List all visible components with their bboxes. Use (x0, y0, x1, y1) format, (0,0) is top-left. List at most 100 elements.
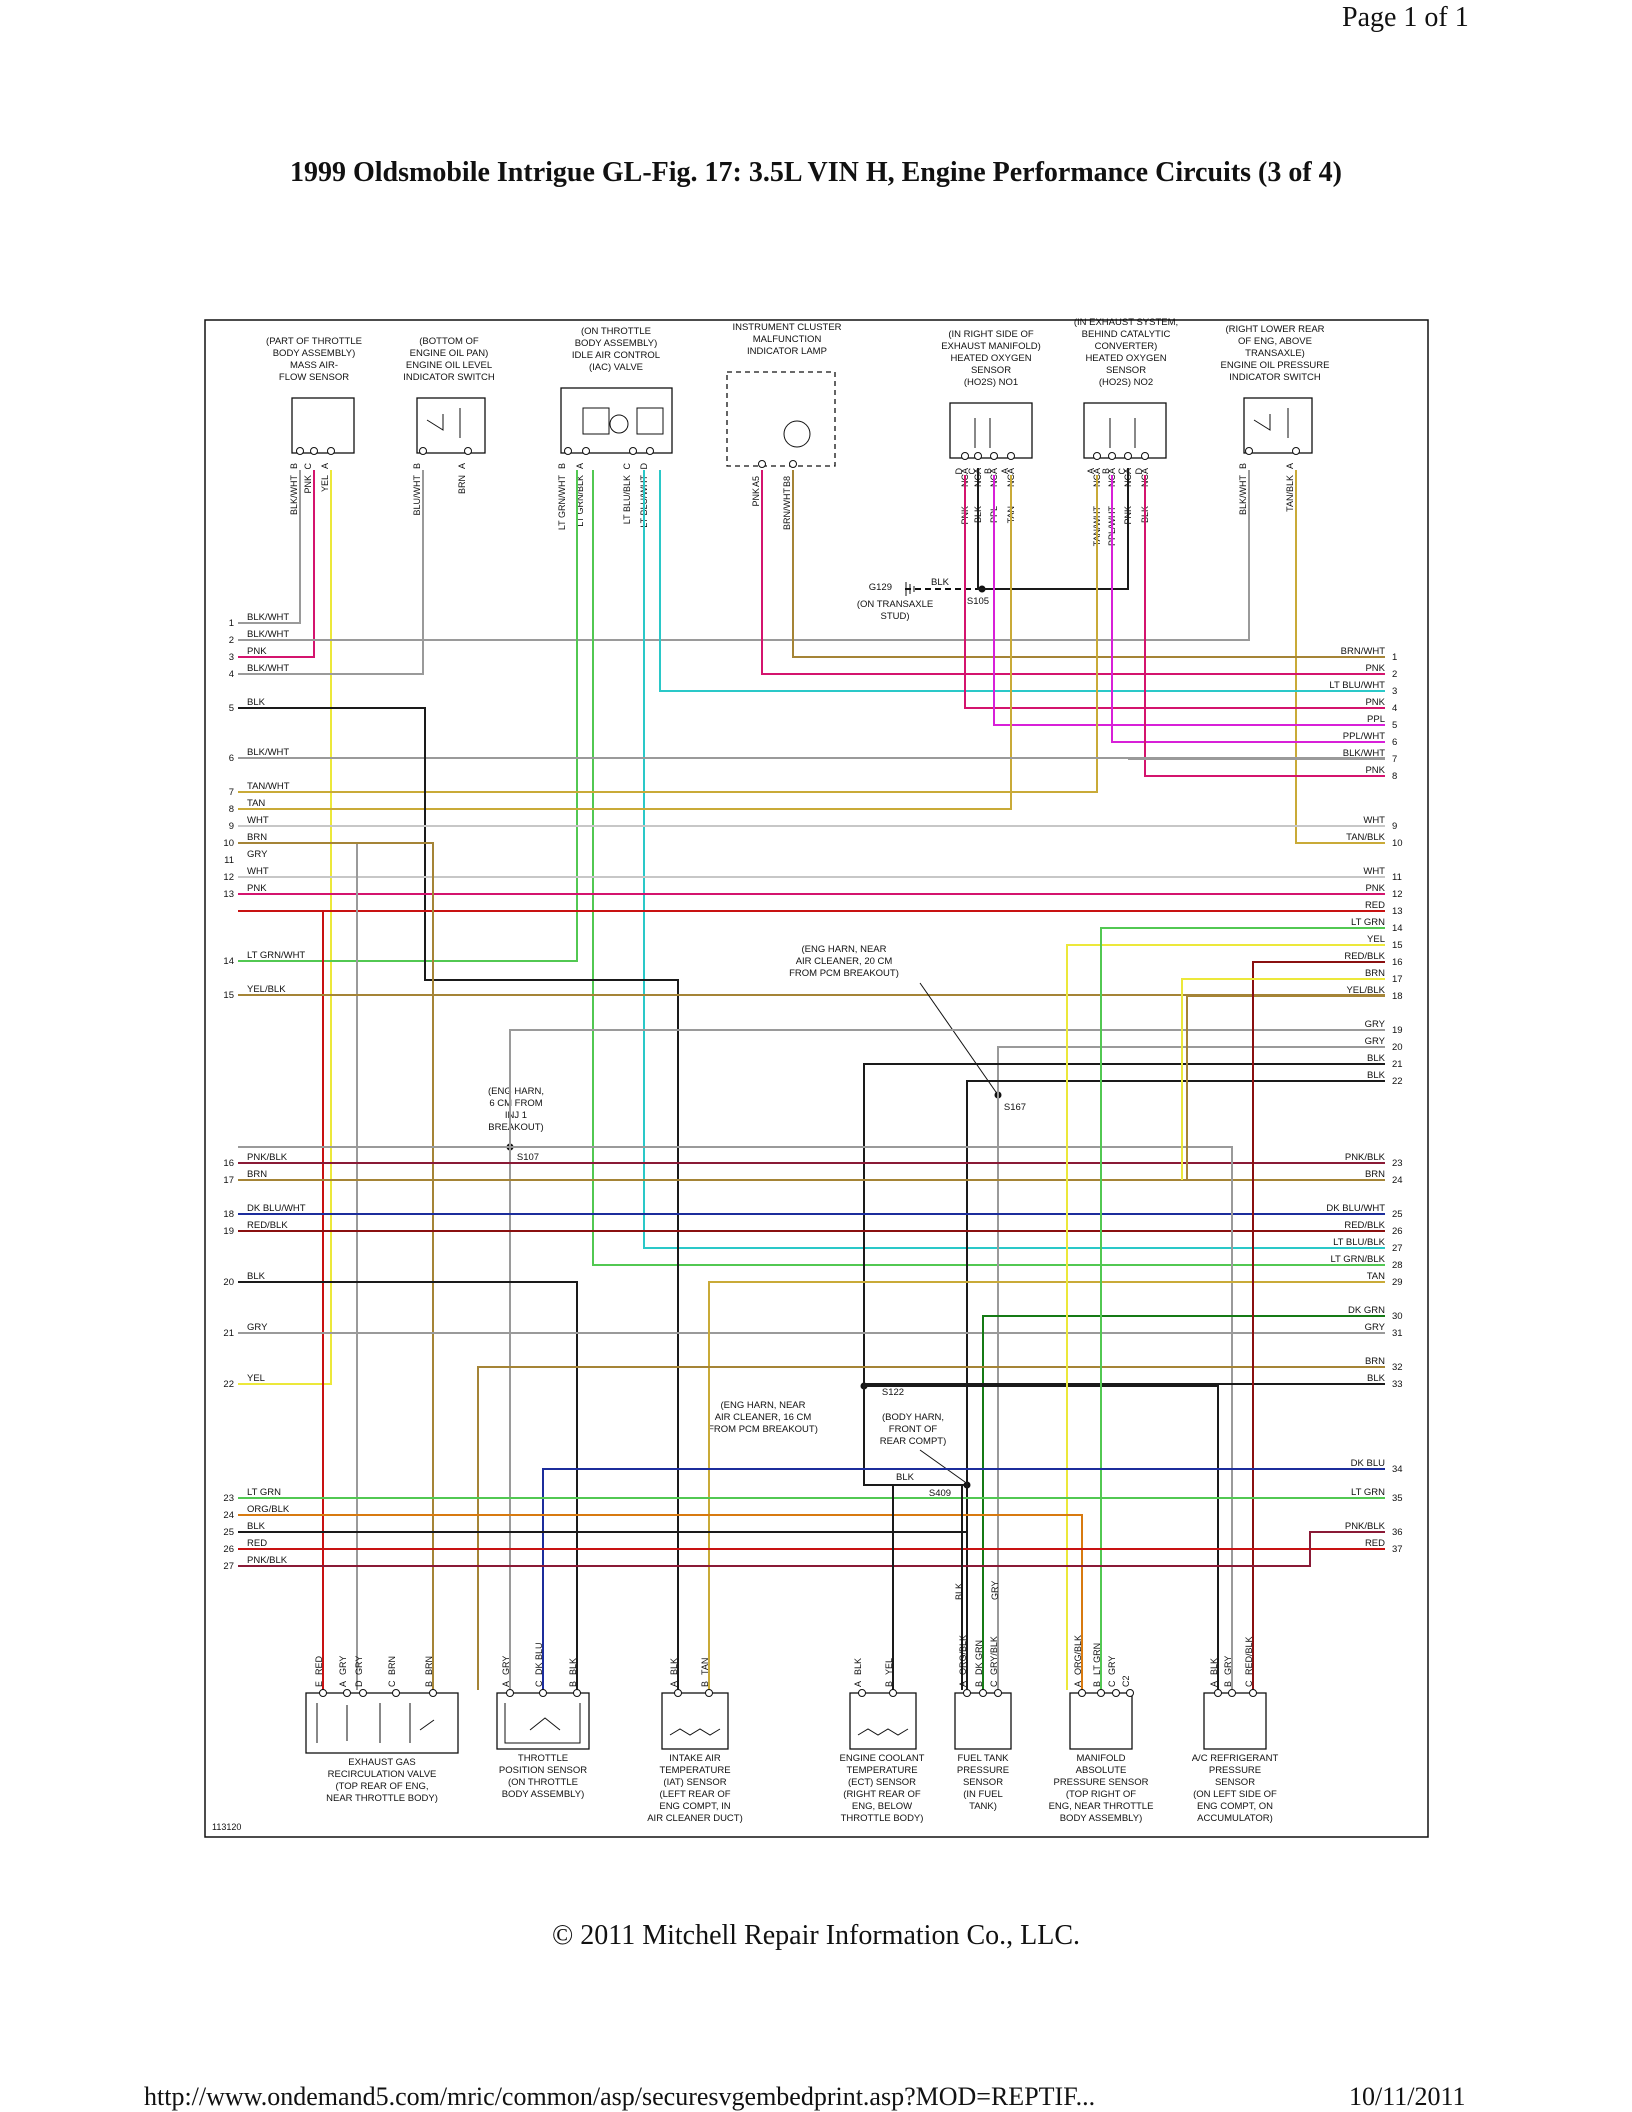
left-wire-label: RED (247, 1538, 267, 1549)
connector-pin (359, 1689, 367, 1697)
splice-s122-note: FROM PCM BREAKOUT) (708, 1424, 818, 1435)
left-pin-number: 10 (223, 838, 234, 849)
connector-pin (1126, 1689, 1134, 1697)
wire-label: LT GRN/BLK (575, 475, 585, 527)
wire (238, 470, 315, 658)
top-component-4-desc: MALFUNCTION (753, 334, 822, 345)
bottom-component-3-desc: (IAT) SENSOR (663, 1777, 726, 1788)
ground-note: STUD) (880, 611, 909, 622)
connector-pin (979, 1689, 987, 1697)
left-wire-label: BRN (247, 832, 267, 843)
connector-pin (705, 1689, 713, 1697)
wire (238, 910, 324, 1690)
bottom-component-1-box (305, 1692, 459, 1754)
wire-label: BLK (669, 1658, 679, 1675)
top-component-2-box (416, 397, 486, 454)
right-pin-number: 14 (1392, 923, 1403, 934)
connector-pin (1097, 1689, 1105, 1697)
bottom-component-5-desc: PRESSURE (957, 1765, 1009, 1776)
bottom-component-6-box (1069, 1692, 1133, 1750)
connector-pin (429, 1689, 437, 1697)
right-wire-label: BRN (1365, 1356, 1385, 1367)
right-wire-label: PNK/BLK (1345, 1152, 1386, 1163)
right-pin-number: 7 (1392, 754, 1397, 765)
top-component-2-desc: ENGINE OIL PAN) (410, 348, 489, 359)
splice-label: S107 (517, 1152, 539, 1163)
left-pin-number: 7 (229, 787, 234, 798)
right-pin-number: 32 (1392, 1362, 1403, 1373)
right-wire-label: DK GRN (1348, 1305, 1385, 1316)
splice-s409-note: REAR COMPT) (880, 1436, 947, 1447)
bottom-component-7-box (1203, 1692, 1267, 1750)
wire (792, 470, 1385, 658)
pin-letter: A (1285, 463, 1295, 469)
pin-letter: A (338, 1681, 348, 1687)
left-wire-label: BRN (247, 1169, 267, 1180)
wire-label: DK GRN (974, 1640, 984, 1675)
right-pin-number: 18 (1392, 991, 1403, 1002)
wire-label: BLU/WHT (412, 474, 422, 515)
connector-pin (296, 447, 304, 455)
connector-pin (1292, 447, 1300, 455)
right-pin-number: 12 (1392, 889, 1403, 900)
bottom-component-5-desc: SENSOR (963, 1777, 1003, 1788)
connector-pin (1078, 1689, 1086, 1697)
top-component-7-desc: INDICATOR SWITCH (1229, 372, 1321, 383)
left-pin-number: 3 (229, 652, 234, 663)
left-pin-number: 22 (223, 1379, 234, 1390)
connector-pin (1214, 1689, 1222, 1697)
left-wire-label: YEL (247, 1373, 265, 1384)
wire-label: ORG/BLK (958, 1635, 968, 1675)
pin-letter: B (1092, 1681, 1102, 1687)
pin-letter: A (853, 1681, 863, 1687)
left-wire-label: BLK (247, 697, 266, 708)
wire (1186, 995, 1385, 1180)
top-component-6-desc: (HO2S) NO2 (1099, 377, 1153, 388)
wire-label: LT GRN (1092, 1643, 1102, 1675)
bottom-component-3-desc: ENG COMPT, IN (659, 1801, 730, 1812)
pin-letter: E (314, 1681, 324, 1687)
wire (592, 470, 1385, 1266)
top-component-7-desc: OF ENG, ABOVE (1238, 336, 1312, 347)
right-wire-label: PPL (1367, 714, 1385, 725)
left-pin-number: 18 (223, 1209, 234, 1220)
left-pin-number: 16 (223, 1158, 234, 1169)
pin-letter: B (568, 1681, 578, 1687)
left-wire-label: BLK (247, 1521, 266, 1532)
connector-pin (1007, 452, 1015, 460)
left-wire-label: BLK (247, 1271, 266, 1282)
right-pin-number: 34 (1392, 1464, 1403, 1475)
bottom-component-6-desc: (TOP RIGHT OF (1066, 1789, 1136, 1800)
right-pin-number: 6 (1392, 737, 1397, 748)
left-wire-label: ORG/BLK (247, 1504, 290, 1515)
left-wire-label: YEL/BLK (247, 984, 286, 995)
bottom-component-2-desc: POSITION SENSOR (499, 1765, 587, 1776)
ground-icon (905, 582, 915, 596)
right-pin-number: 30 (1392, 1311, 1403, 1322)
pin-letter: A (669, 1681, 679, 1687)
right-pin-number: 3 (1392, 686, 1397, 697)
right-pin-number: 8 (1392, 771, 1397, 782)
pin-letter: B (424, 1681, 434, 1687)
wire (761, 470, 1385, 675)
wire-label: LT GRN/WHT (557, 475, 567, 531)
right-wire-label: LT GRN/BLK (1330, 1254, 1385, 1265)
left-pin-number: 14 (223, 956, 234, 967)
wire (542, 1468, 1385, 1690)
right-wire-label: RED/BLK (1344, 951, 1385, 962)
motor-icon (609, 414, 629, 434)
splice-s122-note: AIR CLEANER, 16 CM (715, 1412, 812, 1423)
wire-label: BLK/WHT (1238, 475, 1248, 516)
leader-line (919, 1449, 966, 1483)
switch-icon (1253, 408, 1289, 438)
right-wire-label: BRN/WHT (1341, 646, 1386, 657)
pin-letter: A (320, 463, 330, 469)
wire (1295, 470, 1385, 844)
top-component-6-desc: CONVERTER) (1095, 341, 1158, 352)
wire (1066, 944, 1385, 1690)
page-number: Page 1 of 1 (1342, 2, 1469, 33)
wire (1181, 978, 1385, 1180)
left-wire-label: GRY (247, 1322, 268, 1333)
wire (863, 1063, 1385, 1486)
connector-pin (1245, 447, 1253, 455)
